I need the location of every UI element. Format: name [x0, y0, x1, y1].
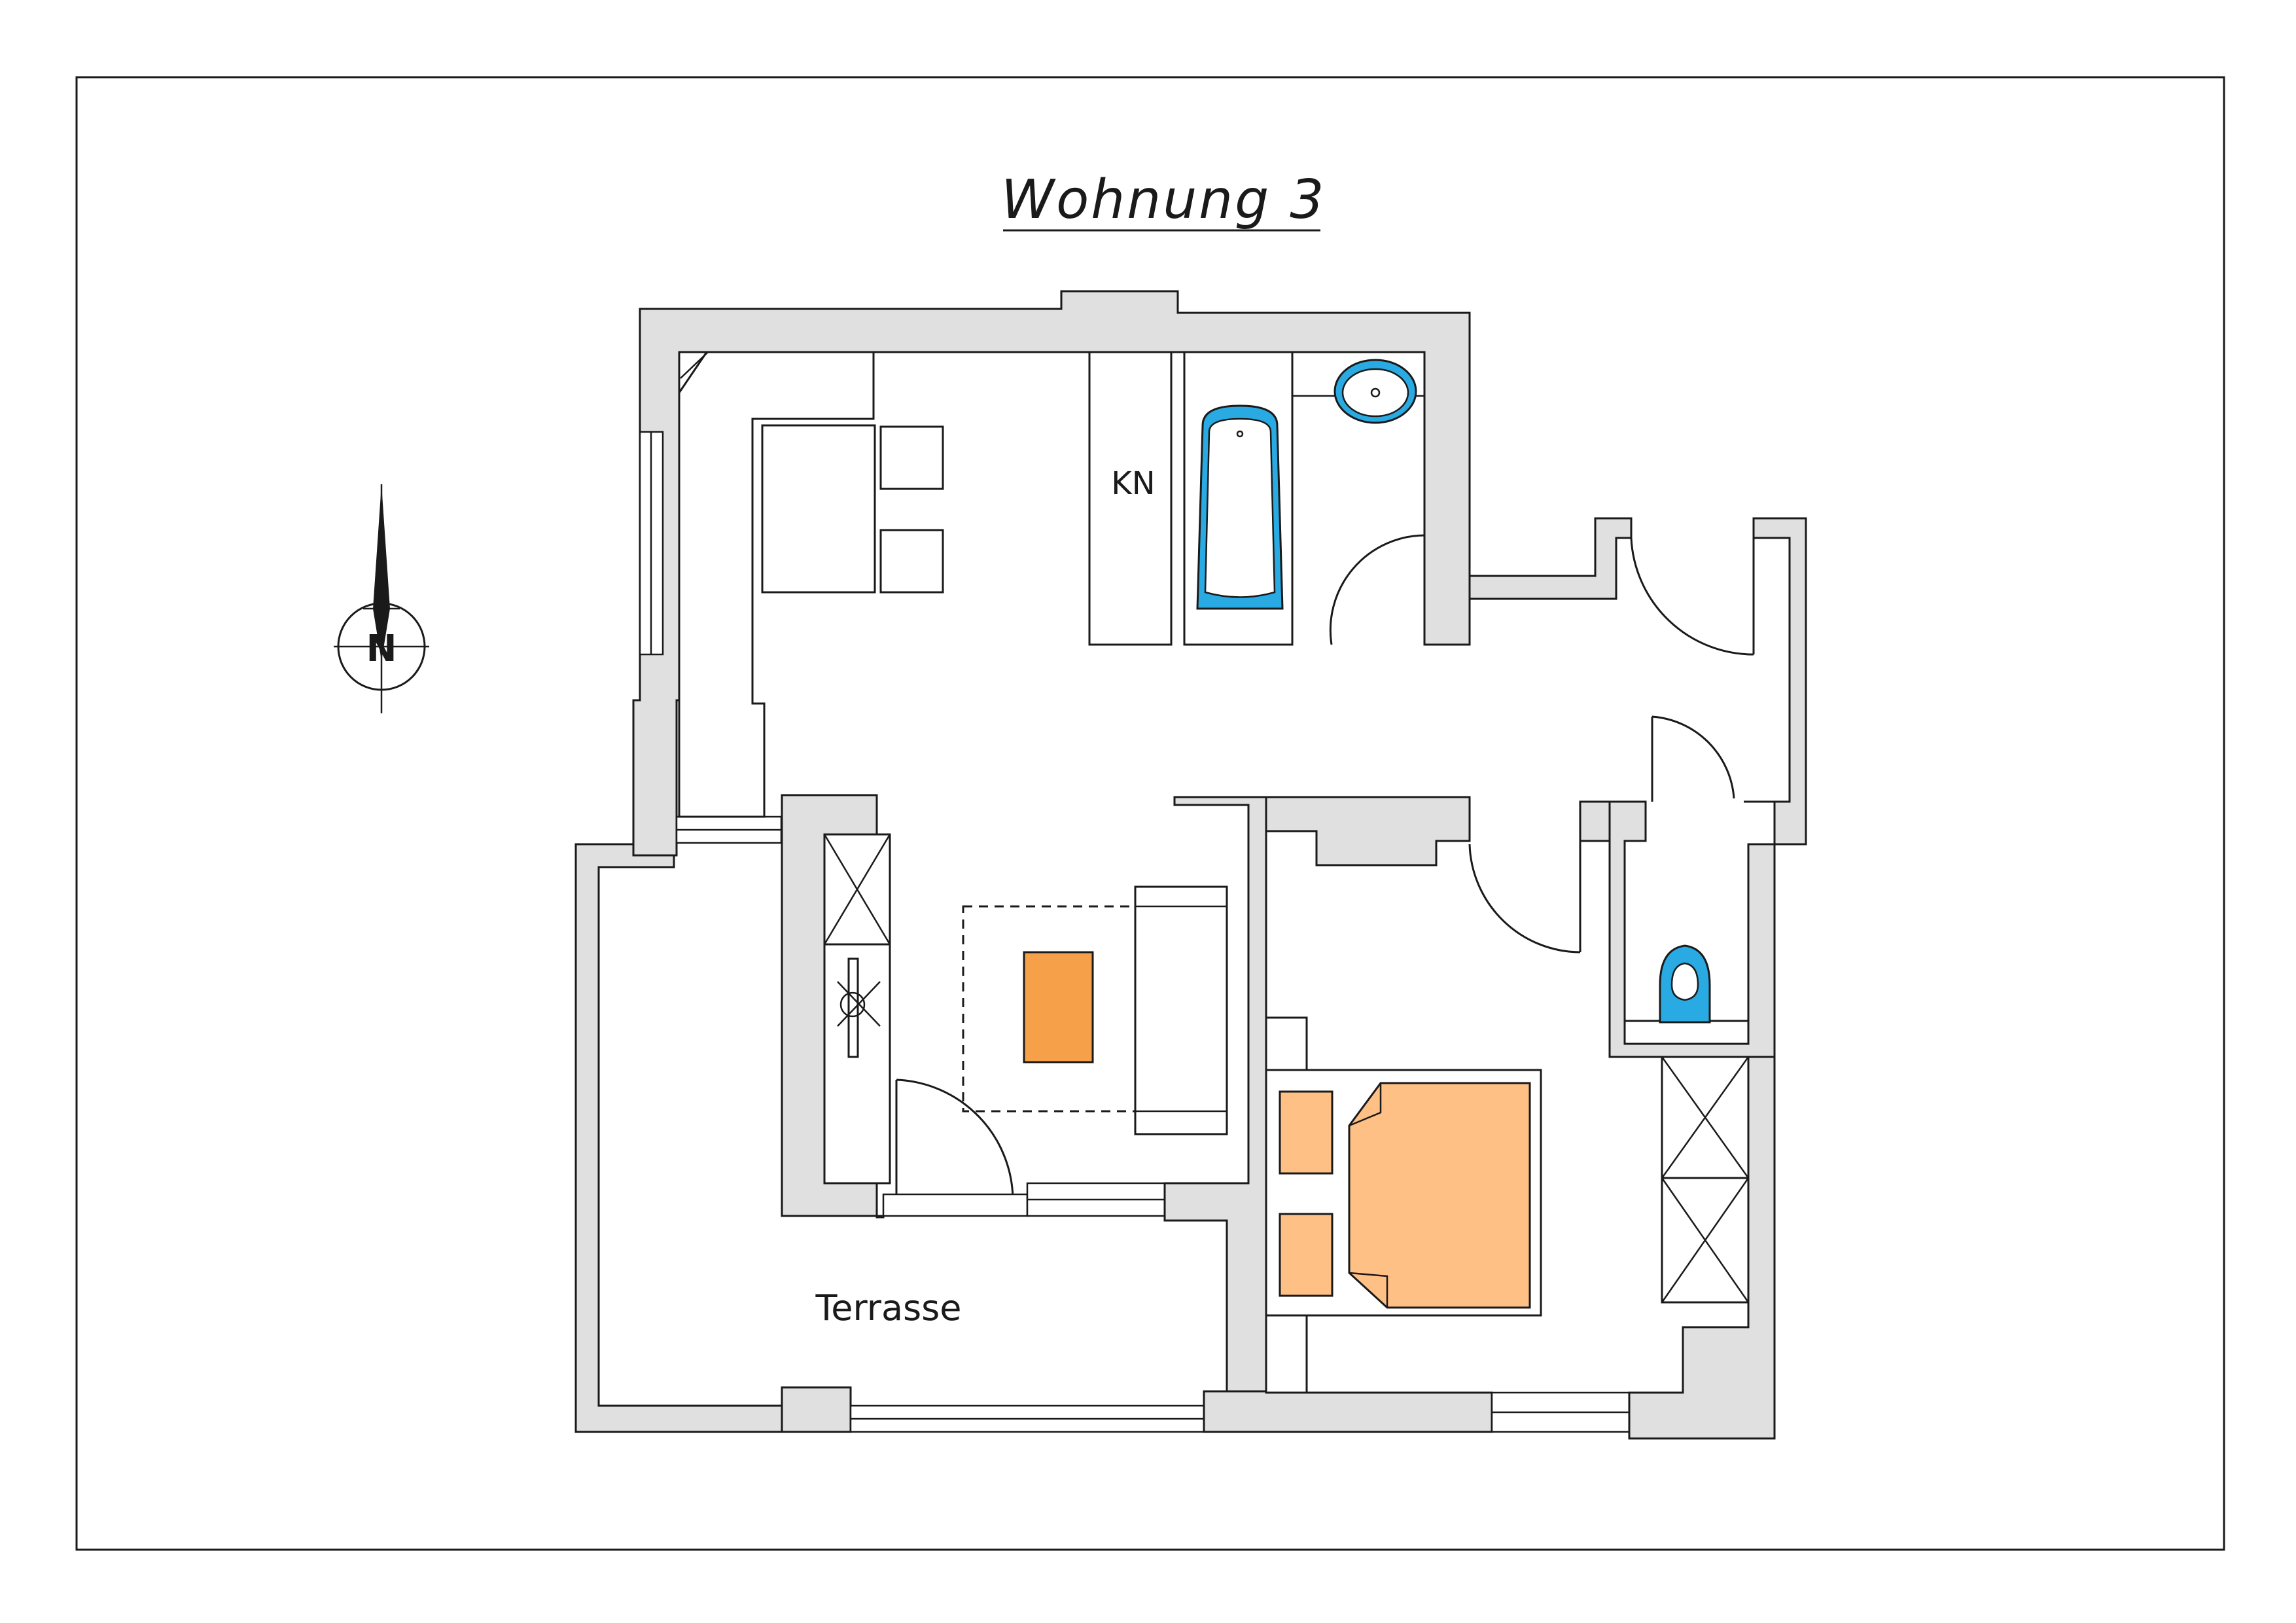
- hall: [1468, 517, 1807, 846]
- bathtub-icon: [1196, 404, 1284, 610]
- sheet-frame: [75, 76, 2225, 1551]
- washbasin-icon: [1333, 359, 1417, 424]
- wc: [1608, 800, 1790, 1058]
- plan-title: Wohnung 3: [1001, 169, 1326, 232]
- room-label-terrasse: Terrasse: [815, 1287, 961, 1329]
- room-label-kn: KN: [1111, 465, 1155, 502]
- bed: [1348, 1082, 1531, 1309]
- living-kitchen: KN: [632, 290, 1471, 1393]
- toilet-icon: [1659, 944, 1711, 1024]
- terrace: Terrasse: [574, 843, 1228, 1433]
- coffee-table: [1023, 951, 1094, 1063]
- north-arrow-icon: N: [334, 484, 429, 713]
- bathroom: [1183, 351, 1426, 646]
- plan-title-text: Wohnung 3: [1001, 169, 1326, 231]
- bedroom: [1174, 796, 1776, 1440]
- north-letter: N: [366, 628, 397, 670]
